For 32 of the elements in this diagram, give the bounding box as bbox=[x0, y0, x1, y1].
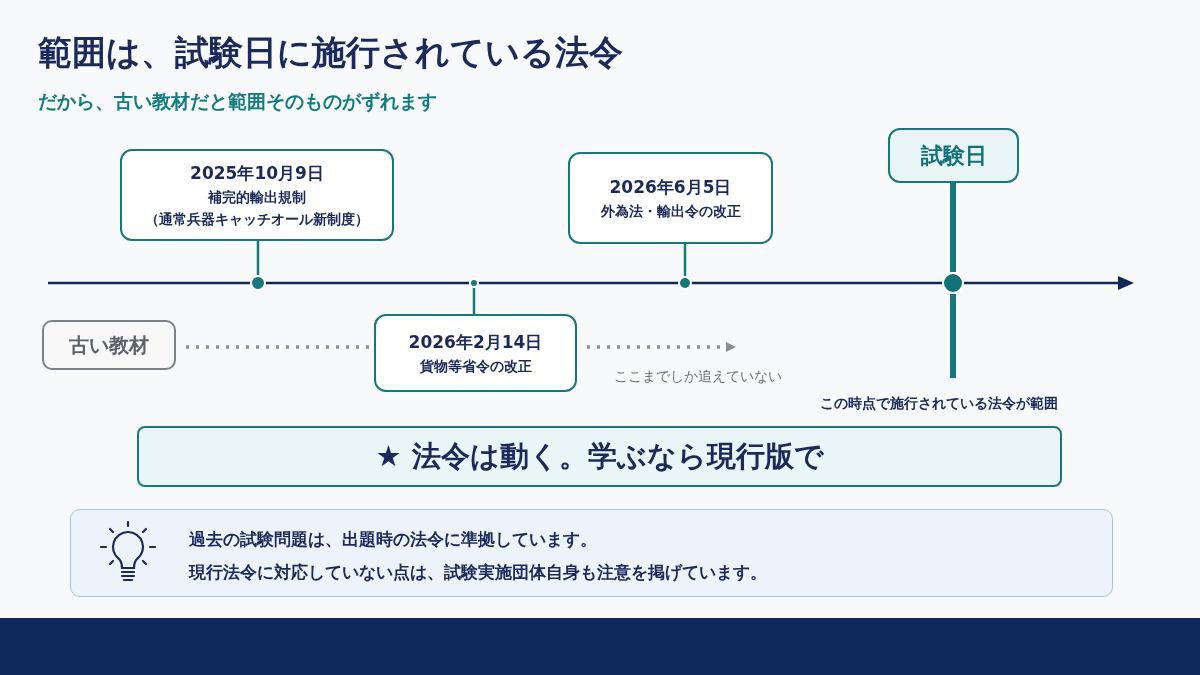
timeline-dot bbox=[469, 278, 479, 288]
date-label: 2026年6月5日 bbox=[609, 175, 732, 199]
timeline-dot bbox=[942, 272, 964, 294]
event-box bbox=[120, 149, 394, 241]
old-material-box bbox=[42, 320, 176, 370]
message-banner bbox=[137, 426, 1062, 487]
connector-line bbox=[683, 244, 687, 276]
connector-line bbox=[472, 288, 476, 314]
date-label: 2026年2月14日 bbox=[408, 330, 543, 354]
title: 範囲は、試験日に施行されている法令 bbox=[38, 31, 623, 74]
info-panel bbox=[70, 509, 1113, 597]
event-description: 補完的輸出規制 bbox=[208, 188, 306, 207]
timeline-dot bbox=[250, 275, 266, 291]
label-text: 古い教材 bbox=[69, 331, 149, 359]
date-label: 2025年10月9日 bbox=[190, 161, 324, 185]
subtitle: だから、古い教材だと範囲そのものがずれます bbox=[38, 89, 437, 114]
timeline-dot bbox=[678, 276, 692, 290]
event-box bbox=[374, 314, 577, 392]
label-text: ここまでしか追えていない bbox=[612, 368, 783, 386]
label-text: ★ 法令は動く。学ぶなら現行版で bbox=[375, 437, 824, 475]
note-text: この時点で施行されている法令が範囲 bbox=[820, 395, 1058, 413]
event-description: 外為法・輸出令の改正 bbox=[600, 202, 741, 221]
info-text: 過去の試験問題は、出題時の法令に準拠しています。 bbox=[189, 528, 598, 551]
exam-day-box bbox=[888, 128, 1019, 183]
connector-line bbox=[950, 183, 956, 272]
event-box bbox=[568, 152, 773, 244]
event-description: 貨物等省令の改正 bbox=[419, 357, 532, 376]
event-description: （通常兵器キャッチオール新制度） bbox=[145, 210, 369, 229]
info-text: 現行法令に対応していない点は、試験実施団体自身も注意を掲げています。 bbox=[189, 561, 768, 584]
connector-line bbox=[256, 241, 260, 275]
dotted-arrow bbox=[587, 342, 736, 352]
label-text: 試験日 bbox=[920, 141, 987, 170]
